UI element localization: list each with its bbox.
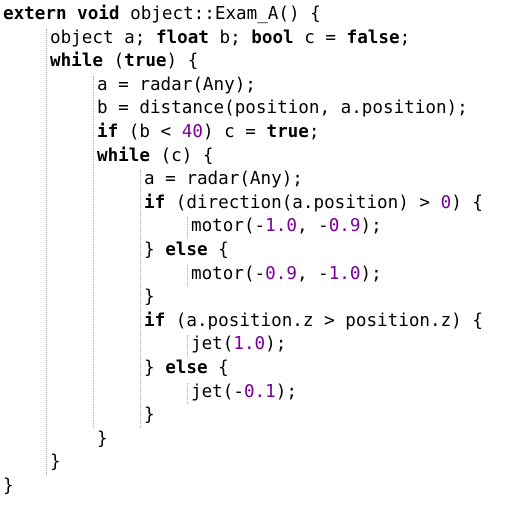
code-line[interactable]: a = radar(Any); xyxy=(97,74,256,98)
code-text: ( xyxy=(113,51,125,72)
code-line[interactable]: motor(-0.9, -1.0); xyxy=(191,263,382,287)
code-text: } xyxy=(97,428,108,449)
code-text: { xyxy=(218,240,229,260)
code-text: } xyxy=(144,240,166,260)
code-line[interactable]: a = radar(Any); xyxy=(144,168,303,192)
code-text: ); xyxy=(360,263,382,284)
keyword: if xyxy=(97,122,129,142)
keyword: if xyxy=(144,310,176,331)
keyword: false xyxy=(346,27,400,48)
code-text: ) { xyxy=(451,192,483,213)
indent-guide xyxy=(187,217,188,239)
code-line[interactable]: if (a.position.z > position.z) { xyxy=(144,310,483,334)
code-line[interactable]: while (c) { xyxy=(97,145,214,169)
code-text: } xyxy=(50,452,61,473)
keyword: while xyxy=(97,145,161,166)
code-line[interactable]: } xyxy=(144,404,155,428)
code-line[interactable]: if (b < 40) c = true; xyxy=(97,121,319,145)
indent-guide xyxy=(187,264,188,287)
code-text: jet(- xyxy=(191,381,244,402)
number-literal: 40 xyxy=(181,122,203,142)
code-line[interactable]: b = distance(position, a.position); xyxy=(97,97,468,121)
code-text: ) { xyxy=(166,51,199,72)
code-line[interactable]: extern void object::Exam_A() { xyxy=(3,3,321,27)
code-text: { xyxy=(218,358,229,378)
number-literal: 0.1 xyxy=(243,381,276,402)
code-text: (a.position.z > position.z) { xyxy=(175,310,483,331)
keyword: else xyxy=(165,240,219,260)
code-text: ) c = xyxy=(202,122,267,142)
code-text: } xyxy=(3,476,14,496)
keyword: extern void xyxy=(3,4,131,24)
code-line[interactable]: } xyxy=(50,451,61,475)
code-text: , - xyxy=(296,216,329,237)
indent-guide xyxy=(187,382,188,405)
code-line[interactable]: } else { xyxy=(144,357,229,381)
keyword: if xyxy=(144,192,176,213)
code-text: a = radar(Any); xyxy=(144,169,303,190)
number-literal: 1.0 xyxy=(233,334,266,355)
number-literal: 0.9 xyxy=(265,263,297,284)
keyword: true xyxy=(124,51,167,72)
code-line[interactable]: } xyxy=(3,475,14,499)
number-literal: 1.0 xyxy=(265,216,297,237)
indent-guide xyxy=(187,335,188,357)
code-text: object a; xyxy=(50,27,156,48)
code-text: (b < xyxy=(128,122,182,142)
keyword: true xyxy=(266,122,309,142)
code-text: a = radar(Any); xyxy=(97,74,256,95)
code-line[interactable]: jet(-0.1); xyxy=(191,381,297,405)
code-text: b = distance(position, a.position); xyxy=(97,98,468,119)
number-literal: 1.0 xyxy=(328,263,361,284)
indent-guide xyxy=(46,28,47,475)
code-text: b; xyxy=(219,27,252,48)
keyword: while xyxy=(50,51,114,72)
code-text: } xyxy=(144,287,155,308)
code-text: motor(- xyxy=(191,263,266,284)
indent-guide xyxy=(93,75,94,428)
code-line[interactable]: object a; float b; bool c = false; xyxy=(50,27,410,51)
code-editor[interactable]: extern void object::Exam_A() {object a; … xyxy=(3,3,523,518)
code-text: ); xyxy=(360,216,382,237)
code-line[interactable]: } xyxy=(97,428,108,452)
code-text: ; xyxy=(308,122,320,142)
code-text: object::Exam_A() { xyxy=(130,4,321,24)
code-text: motor(- xyxy=(191,216,266,237)
code-line[interactable]: } else { xyxy=(144,239,229,263)
keyword: float xyxy=(155,27,220,48)
code-text: } xyxy=(144,358,166,378)
keyword: bool xyxy=(251,27,305,48)
code-text: } xyxy=(144,405,155,426)
code-text: c = xyxy=(304,27,347,48)
code-line[interactable]: if (direction(a.position) > 0) { xyxy=(144,192,483,216)
indent-guide xyxy=(140,170,141,428)
code-text: , - xyxy=(296,263,329,284)
keyword: else xyxy=(165,358,219,378)
number-literal: 0 xyxy=(440,192,452,213)
code-text: (c) { xyxy=(160,145,214,166)
code-text: ; xyxy=(399,27,411,48)
number-literal: 0.9 xyxy=(328,216,361,237)
code-line[interactable]: jet(1.0); xyxy=(191,333,286,357)
code-text: ); xyxy=(265,334,287,355)
code-line[interactable]: while (true) { xyxy=(50,50,198,74)
code-text: jet( xyxy=(191,334,234,355)
code-text: (direction(a.position) > xyxy=(175,192,441,213)
code-line[interactable]: motor(-1.0, -0.9); xyxy=(191,215,382,239)
code-line[interactable]: } xyxy=(144,286,155,310)
code-text: ); xyxy=(275,381,297,402)
